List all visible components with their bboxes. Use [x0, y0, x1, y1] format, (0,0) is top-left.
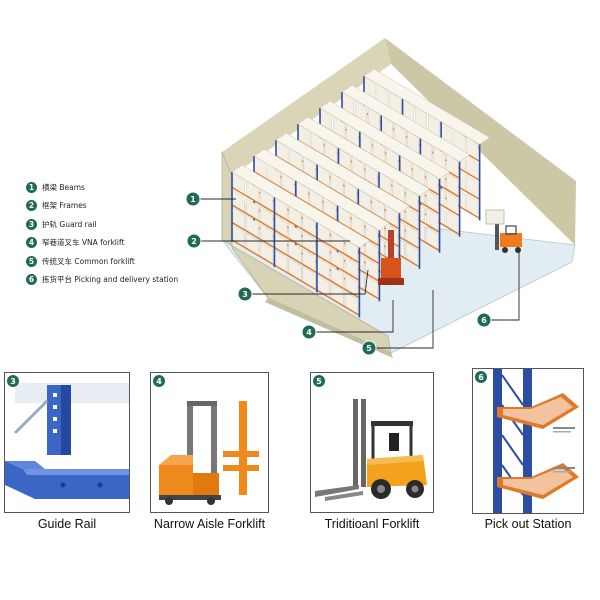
vna-forklift-scene [378, 230, 404, 285]
narrow-aisle-forklift-panel: 4 [150, 372, 269, 513]
front-edge [265, 298, 393, 358]
pick-out-station-caption: Pick out Station [484, 517, 572, 531]
rack-top [275, 132, 410, 214]
picking-station-scene [485, 209, 505, 225]
legend-number-badge: 6 [26, 274, 37, 286]
callout-number: 4 [306, 328, 312, 337]
callout-number: 2 [191, 237, 197, 246]
left-wall [222, 38, 391, 176]
rack-top [363, 68, 491, 145]
rack-top [231, 164, 370, 248]
common-forklift-scene [495, 212, 522, 253]
rack-top [341, 84, 471, 162]
legend: 1 横梁 Beams 2 框架 Frames 3 护轨 Guard rail 4 窄巷道… [26, 178, 216, 289]
callout-number: 1 [190, 195, 196, 204]
rack-beam [231, 204, 360, 282]
pick-out-station-illustration [493, 369, 579, 513]
panel-number-badge: 4 [153, 375, 165, 387]
legend-item: 1 横梁 Beams [26, 178, 216, 197]
legend-number-badge: 4 [26, 237, 37, 249]
legend-label: 窄巷道叉车 VNA forklift [42, 238, 125, 248]
callout-badge: 6 [476, 312, 492, 328]
storage-racks [231, 68, 491, 318]
legend-item: 4 窄巷道叉车 VNA forklift [26, 234, 216, 253]
narrow-aisle-forklift-illustration [159, 401, 259, 505]
panel-number-badge: 6 [475, 371, 487, 383]
guide-rail-panel: 3 [4, 372, 130, 513]
callout-badge: 5 [361, 340, 377, 356]
rack-row [231, 164, 370, 318]
rack-top [297, 116, 430, 197]
callout-number: 5 [366, 344, 372, 353]
legend-item: 6 拣货平台 Picking and delivery station [26, 271, 216, 290]
callout-leaders [200, 198, 520, 349]
legend-label: 拣货平台 Picking and delivery station [42, 275, 179, 285]
traditional-forklift-illustration [315, 399, 427, 501]
legend-item: 3 护轨 Guard rail [26, 215, 216, 234]
traditional-forklift-caption: Triditioanl Forklift [324, 517, 420, 531]
callout-number: 3 [242, 290, 248, 299]
callout-badge: 3 [237, 286, 253, 302]
legend-number-badge: 3 [26, 218, 37, 230]
pick-out-station-panel: 6 [472, 368, 584, 514]
callout-number: 6 [481, 316, 487, 325]
guide-rail-caption: Guide Rail [37, 517, 97, 531]
panel-number-badge: 3 [7, 375, 19, 387]
callout-badges: 1 2 3 4 5 6 [185, 191, 492, 356]
legend-number-badge: 2 [26, 200, 37, 212]
rack-beam [231, 239, 360, 317]
callout-badge: 4 [301, 324, 317, 340]
legend-label: 横梁 Beams [42, 182, 85, 192]
rack-beam [231, 221, 360, 299]
callout-badge: 2 [186, 233, 202, 249]
rack-top [319, 100, 451, 180]
rack-beam [253, 171, 380, 247]
legend-number-badge: 1 [26, 181, 37, 193]
legend-number-badge: 5 [26, 255, 37, 267]
legend-label: 框架 Frames [42, 201, 87, 211]
traditional-forklift-panel: 5 [310, 372, 434, 513]
rack-top [253, 148, 390, 231]
legend-label: 传统叉车 Common forklift [42, 256, 135, 266]
legend-label: 护轨 Guard rail [42, 219, 97, 229]
guide-rail-illustration [5, 373, 129, 512]
panel-number-badge: 5 [313, 375, 325, 387]
rack-beam [231, 186, 360, 264]
legend-item: 5 传统叉车 Common forklift [26, 252, 216, 271]
callout-badge: 1 [185, 191, 201, 207]
legend-item: 2 框架 Frames [26, 197, 216, 216]
narrow-aisle-forklift-caption: Narrow Aisle Forklift [153, 517, 266, 531]
